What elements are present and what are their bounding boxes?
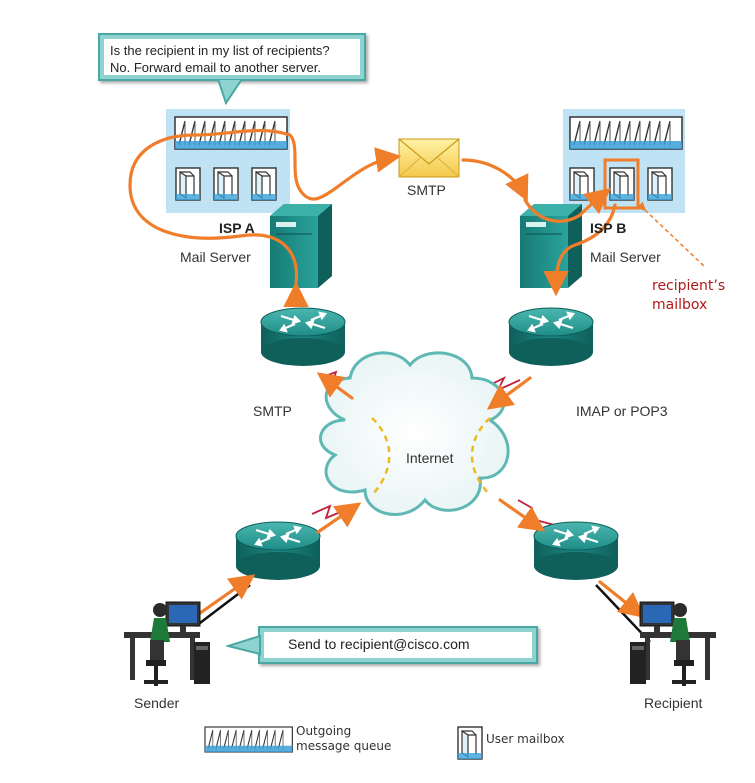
internet-cloud: [319, 351, 510, 516]
legend-queue-label: Outgoing message queue: [296, 724, 391, 754]
recipient-mailbox-note-line-2: mailbox: [652, 297, 708, 313]
send-callout-label: Send to recipient@cisco.com: [288, 636, 470, 652]
legend-mailbox-icon: [457, 726, 483, 760]
arrow-envelope-to-isp-b: [461, 158, 529, 202]
isp-a-server: [269, 203, 333, 289]
left-protocol-label: SMTP: [253, 403, 292, 419]
send-callout-tail: [226, 634, 261, 656]
isp-a-role: Mail Server: [180, 249, 251, 265]
arrow-cloud-to-router-recipient: [498, 498, 546, 532]
isp-a-panel: [166, 109, 290, 213]
arrow-cloud-to-router-a: [316, 372, 354, 400]
recipient-label: Recipient: [644, 695, 703, 711]
legend-queue-icon: [204, 726, 293, 753]
server-decision-callout-text: Is the recipient in my list of recipient…: [104, 39, 360, 75]
arrow-server-a-loop: [128, 128, 402, 286]
sender-label: Sender: [134, 695, 180, 711]
recipient-mailbox-note: recipient’s mailbox: [652, 277, 725, 315]
arrow-router-to-recipient: [598, 580, 645, 618]
isp-a-name: ISP A: [219, 220, 255, 236]
router-recipient: [532, 520, 620, 582]
router-sender: [234, 520, 322, 582]
legend-queue-line-1: Outgoing: [296, 724, 352, 738]
recipient-mailbox-highlight: [603, 158, 640, 210]
arrow-into-isp-b-mailbox: [523, 188, 611, 223]
sender-workstation: [122, 600, 212, 688]
send-callout: Send to recipient@cisco.com: [258, 626, 538, 664]
wan-link-sender: [311, 504, 351, 520]
isp-b-panel: [563, 109, 685, 213]
arrow-router-to-cloud: [316, 502, 362, 534]
callout-line-1: Is the recipient in my list of recipient…: [110, 43, 330, 58]
isp-b-role: Mail Server: [590, 249, 661, 265]
callout-line-2: No. Forward email to another server.: [110, 60, 321, 75]
mailbox-pointer-line: [636, 201, 707, 269]
server-decision-callout: Is the recipient in my list of recipient…: [98, 33, 366, 81]
isp-b-name: ISP B: [590, 220, 627, 236]
legend-queue-line-2: message queue: [296, 739, 392, 753]
envelope-label: SMTP: [407, 182, 446, 198]
callout-tail: [216, 79, 244, 105]
recipient-workstation: [628, 600, 718, 688]
envelope-icon: [398, 138, 460, 178]
send-callout-text: Send to recipient@cisco.com: [264, 632, 532, 658]
arrow-sender-to-router: [194, 574, 256, 618]
right-protocol-label: IMAP or POP3: [576, 403, 668, 419]
router-isp-a: [259, 306, 347, 368]
flow-arrows: [128, 128, 645, 618]
arrow-router-b-to-cloud: [486, 376, 532, 410]
recipient-mailbox-note-line-1: recipient’s: [652, 278, 726, 294]
router-isp-b: [507, 306, 595, 368]
internet-label: Internet: [406, 450, 454, 466]
dashed-arc-right: [470, 417, 491, 496]
legend-mailbox-label: User mailbox: [486, 732, 565, 746]
arrow-mailbox-to-router-b: [543, 203, 617, 297]
